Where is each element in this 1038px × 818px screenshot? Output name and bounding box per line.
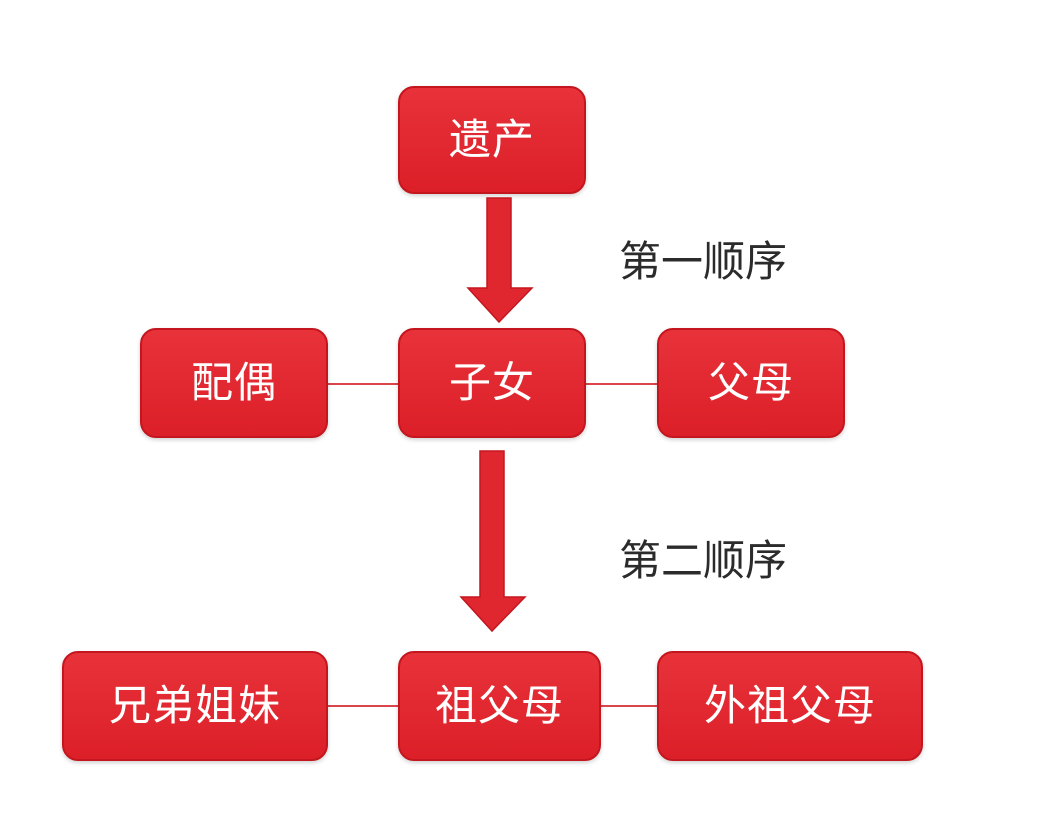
maternal-grandparents-label: 外祖父母 bbox=[703, 681, 876, 730]
paternal-grandparents-label: 祖父母 bbox=[434, 681, 564, 730]
children-node: 子女 bbox=[398, 328, 586, 438]
siblings-node: 兄弟姐妹 bbox=[62, 651, 328, 761]
connector-grandparents-maternal bbox=[600, 705, 658, 707]
children-label: 子女 bbox=[448, 358, 535, 407]
connector-spouse-children bbox=[327, 383, 399, 385]
down-arrow-first bbox=[466, 197, 534, 324]
estate-label: 遗产 bbox=[448, 115, 535, 164]
parents-node: 父母 bbox=[657, 328, 845, 438]
down-arrow-second bbox=[459, 450, 527, 633]
spouse-label: 配偶 bbox=[190, 358, 277, 407]
estate-node: 遗产 bbox=[398, 86, 586, 194]
first-order-label: 第一顺序 bbox=[619, 237, 788, 286]
siblings-label: 兄弟姐妹 bbox=[108, 681, 281, 730]
second-order-label: 第二顺序 bbox=[619, 536, 788, 585]
connector-siblings-grandparents bbox=[327, 705, 399, 707]
parents-label: 父母 bbox=[707, 358, 794, 407]
spouse-node: 配偶 bbox=[140, 328, 328, 438]
maternal-grandparents-node: 外祖父母 bbox=[657, 651, 923, 761]
connector-children-parents bbox=[586, 383, 658, 385]
paternal-grandparents-node: 祖父母 bbox=[398, 651, 601, 761]
